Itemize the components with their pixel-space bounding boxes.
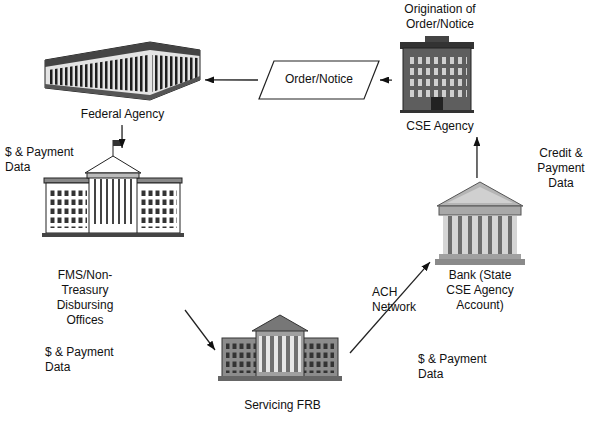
building-steps — [400, 110, 474, 113]
building-steps — [435, 259, 525, 265]
building-pediment — [437, 182, 523, 206]
arrow-label: Credit & Payment Data — [532, 146, 590, 191]
building-balustrade — [87, 173, 139, 178]
building-pediment — [252, 315, 308, 331]
building-windows — [407, 53, 467, 97]
flow-arrow — [185, 310, 215, 350]
flow-note: $ & Payment Data — [418, 352, 503, 382]
wing-roof — [44, 178, 92, 183]
node-label: Servicing FRB — [215, 398, 350, 413]
building-windows — [139, 188, 177, 228]
building-columns — [92, 179, 134, 224]
bank-building — [435, 182, 525, 265]
federal-building — [45, 42, 200, 100]
flow-arrow — [476, 137, 477, 178]
node-label: CSE Agency — [392, 119, 488, 134]
node-label: FMS/Non-Treasury Disbursing Offices — [45, 268, 125, 328]
flag — [113, 140, 123, 146]
flow-arrow — [350, 262, 430, 353]
building-wing — [136, 183, 180, 233]
document-node: Order/Notice — [258, 60, 380, 100]
arrow-label: ACH Network — [372, 285, 427, 315]
building-body — [45, 42, 200, 100]
agency-node: Origination of Order/NoticeCSE Agency — [392, 2, 488, 137]
building-entablature — [439, 206, 521, 215]
disbursing-node: FMS/Non-Treasury Disbursing Offices — [40, 148, 185, 328]
frb-building — [218, 315, 342, 381]
building-columns — [443, 216, 517, 254]
flow-arrow — [121, 125, 122, 148]
building-base — [439, 254, 521, 259]
building-steps — [218, 376, 342, 381]
flow-arrow — [205, 79, 258, 80]
arrow-label: $ & Payment Data — [5, 145, 85, 175]
bank-node: Bank (State CSE Agency Account) — [430, 178, 530, 323]
building-door — [431, 97, 443, 111]
document-label: Order/Notice — [258, 72, 380, 87]
node-label: Origination of Order/Notice — [392, 2, 488, 32]
building-center — [256, 330, 304, 378]
building-roof — [425, 36, 449, 43]
building-wing — [46, 183, 90, 233]
building-base — [45, 76, 200, 100]
building-columns — [259, 336, 301, 372]
building-windows — [49, 188, 87, 228]
building-body — [403, 48, 471, 111]
node-label: Federal Agency — [40, 107, 205, 122]
reserve-bank-node: Servicing FRB — [215, 318, 350, 418]
building-pediment — [85, 156, 141, 173]
wing-roof — [134, 178, 182, 183]
building-base — [42, 233, 184, 237]
cse-building — [400, 36, 474, 113]
parallelogram-shape — [259, 61, 379, 99]
building-center — [89, 172, 137, 233]
flow-arrow — [380, 79, 392, 80]
agency-node: Federal Agency — [40, 30, 205, 125]
node-label: Bank (State CSE Agency Account) — [440, 268, 520, 313]
pediment-inner — [447, 187, 513, 203]
arrow-label: $ & Payment Data — [45, 345, 125, 375]
